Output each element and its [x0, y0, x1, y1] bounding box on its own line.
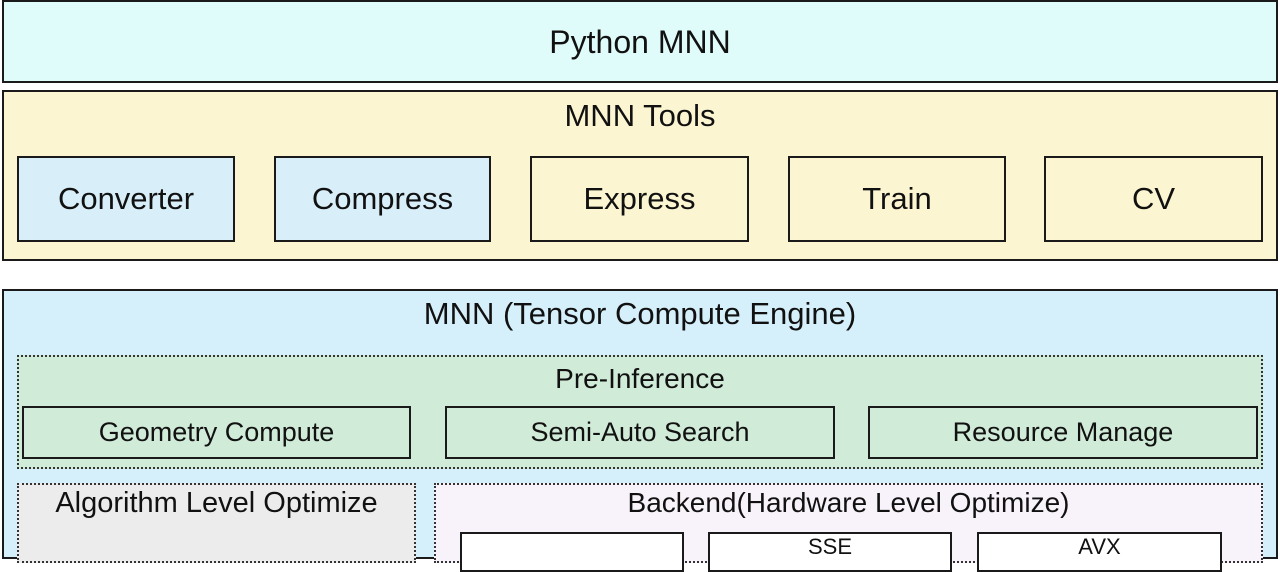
- backend-title: Backend(Hardware Level Optimize): [627, 487, 1070, 518]
- backend-item: [460, 532, 684, 572]
- backend-item-sse: SSE: [708, 532, 952, 572]
- mnn-engine-title: MNN (Tensor Compute Engine): [423, 296, 857, 331]
- algorithm-level-group: Algorithm Level Optimize: [17, 483, 416, 563]
- tool-converter: Converter: [17, 156, 235, 242]
- tool-cv: CV: [1044, 156, 1263, 242]
- semi-auto-search: Semi-Auto Search: [445, 406, 835, 459]
- mnn-tools-title: MNN Tools: [564, 98, 716, 133]
- tool-train: Train: [788, 156, 1006, 242]
- algorithm-level-title: Algorithm Level Optimize: [55, 487, 378, 519]
- backend-item-sse-label: SSE: [807, 534, 853, 559]
- resource-manage: Resource Manage: [868, 406, 1258, 459]
- pre-inference-title: Pre-Inference: [555, 363, 725, 394]
- tool-compress: Compress: [274, 156, 491, 242]
- tool-express: Express: [530, 156, 749, 242]
- python-mnn-title: Python MNN: [549, 24, 731, 60]
- backend-item-avx: AVX: [977, 532, 1222, 572]
- backend-item-avx-label: AVX: [1078, 534, 1121, 559]
- python-mnn-layer: Python MNN: [2, 0, 1278, 83]
- geometry-compute: Geometry Compute: [22, 406, 411, 459]
